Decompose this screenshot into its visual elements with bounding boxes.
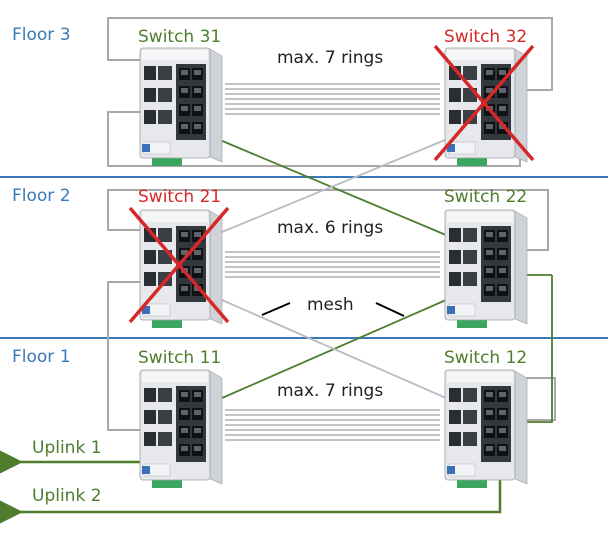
- floor-label-3: Floor 3: [12, 25, 71, 45]
- switch-label-32: Switch 32: [444, 27, 527, 47]
- link-22-12-vertical: [520, 275, 553, 423]
- mesh-marker-right: [375, 302, 405, 317]
- link-31-22: [219, 139, 447, 236]
- switch-31: [139, 47, 223, 166]
- ring-cables-floor-1: [225, 409, 440, 441]
- switch-label-21: Switch 21: [138, 187, 221, 207]
- failed-cross-b-32: [433, 44, 535, 162]
- failed-cross-b-21: [128, 206, 230, 324]
- switch-11: [139, 369, 223, 488]
- switch-label-22: Switch 22: [444, 187, 527, 207]
- mesh-label: mesh: [307, 295, 354, 315]
- switch-label-11: Switch 11: [138, 348, 221, 368]
- floor-label-1: Floor 1: [12, 347, 71, 367]
- floor-label-2: Floor 2: [12, 186, 71, 206]
- uplink-label-1: Uplink 1: [32, 438, 102, 458]
- switch-12: [444, 369, 528, 488]
- ring-cables-floor-3: [225, 83, 440, 115]
- uplink-2-line: [0, 480, 502, 525]
- ring-cables-floor-2: [225, 251, 440, 278]
- mesh-marker-left: [261, 302, 291, 316]
- link-32-21: [221, 139, 446, 233]
- ring-label-floor-2: max. 6 rings: [277, 218, 383, 238]
- ring-label-floor-1: max. 7 rings: [277, 381, 383, 401]
- switch-label-12: Switch 12: [444, 348, 527, 368]
- uplink-label-2: Uplink 2: [32, 486, 102, 506]
- ring-label-floor-3: max. 7 rings: [277, 48, 383, 68]
- switch-label-31: Switch 31: [138, 27, 221, 47]
- switch-22: [444, 209, 528, 328]
- link-21-12: [221, 299, 447, 399]
- mesh-links: [219, 139, 553, 423]
